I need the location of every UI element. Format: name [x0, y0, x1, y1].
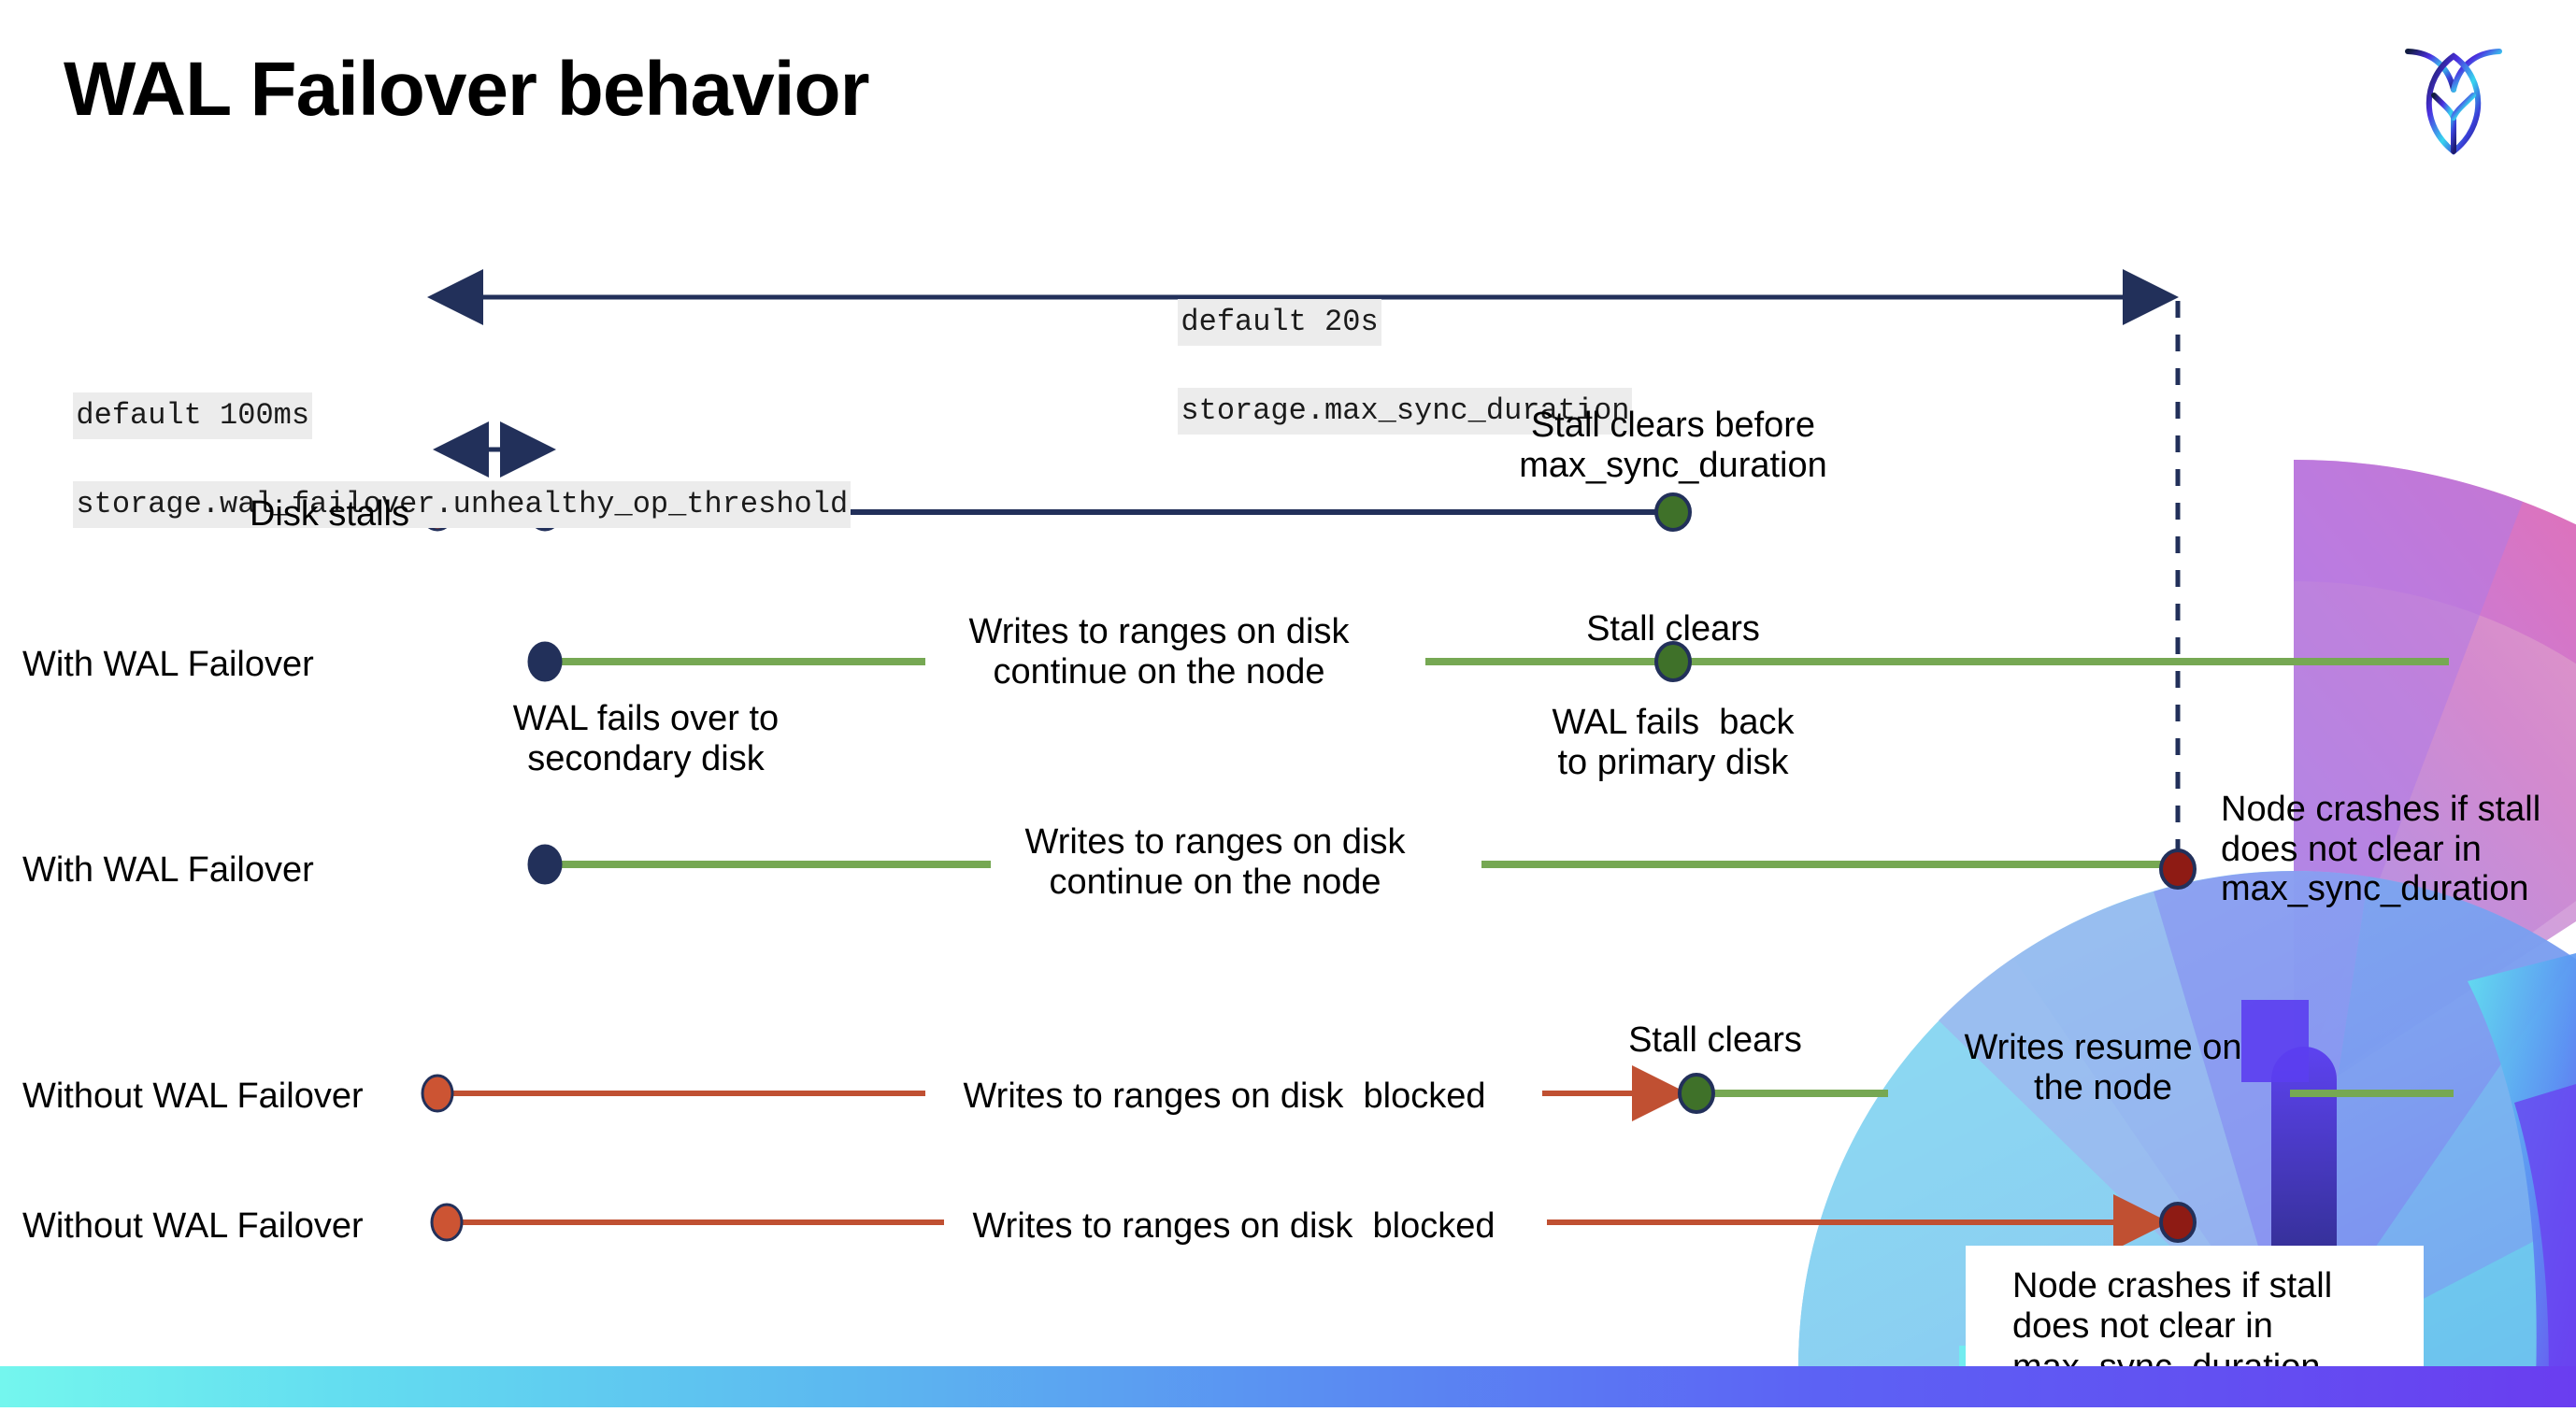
row-label-with-wal-failover-1: With WAL Failover: [22, 645, 314, 684]
marker-stall-clears: [1654, 641, 1692, 682]
cockroachdb-logo: [2393, 28, 2514, 159]
note-node-crashes-1: Node crashes if stall does not clear in …: [2221, 790, 2541, 909]
row-label-without-wal-failover-2: Without WAL Failover: [22, 1206, 364, 1246]
row-with-wal-failover-1-track: [527, 641, 2449, 682]
marker-stall-clears: [1654, 492, 1692, 532]
page-title: WAL Failover behavior: [64, 47, 870, 132]
row-without-wal-failover-2-track: [430, 1194, 2197, 1250]
note-writes-blocked-1: Writes to ranges on disk blocked: [963, 1077, 1486, 1116]
note-wal-fails-over: WAL fails over to secondary disk: [512, 699, 780, 778]
row-label-with-wal-failover-2: With WAL Failover: [22, 850, 314, 890]
bottom-gradient-bar: [0, 1366, 2576, 1407]
marker-stall-clears: [1678, 1073, 1715, 1114]
note-writes-resume: Writes resume on the node: [1964, 1028, 2242, 1107]
note-wal-fails-back: WAL fails back to primary disk: [1552, 703, 1795, 782]
unhealthy-op-threshold-annotation: default 100ms storage.wal_failover.unhea…: [37, 350, 852, 528]
note-writes-blocked-2-text: Writes to ranges on disk blocked: [972, 1206, 1496, 1246]
row-without-wal-failover-1-track: [421, 1065, 2454, 1121]
note-stall-clears-before: Stall clears before max_sync_duration: [1519, 406, 1827, 485]
note-stall-clears-2: Stall clears: [1628, 1020, 1802, 1060]
max-sync-duration-annotation: default 20s storage.max_sync_duration: [1142, 257, 1633, 435]
note-writes-continue-2: Writes to ranges on disk continue on the…: [1024, 822, 1406, 902]
row-label-disk-stalls: Disk stalls: [249, 494, 409, 534]
marker-stall-start: [430, 1203, 464, 1242]
max-sync-default-label: default 20s: [1178, 299, 1381, 346]
marker-node-crash: [2159, 849, 2197, 890]
marker-failover-point: [527, 844, 563, 885]
unhealthy-op-setting-name: storage.wal_failover.unhealthy_op_thresh…: [73, 481, 852, 528]
row-with-wal-failover-2-track: [527, 844, 2197, 890]
unhealthy-op-default-label: default 100ms: [73, 392, 313, 439]
row-label-without-wal-failover-1: Without WAL Failover: [22, 1077, 364, 1116]
max-sync-setting-name: storage.max_sync_duration: [1178, 388, 1633, 435]
marker-stall-start: [421, 1074, 454, 1113]
marker-failover-point: [527, 641, 563, 682]
note-writes-continue-1: Writes to ranges on disk continue on the…: [968, 612, 1350, 692]
marker-node-crash: [2159, 1202, 2197, 1243]
note-stall-clears-1: Stall clears: [1586, 609, 1760, 649]
